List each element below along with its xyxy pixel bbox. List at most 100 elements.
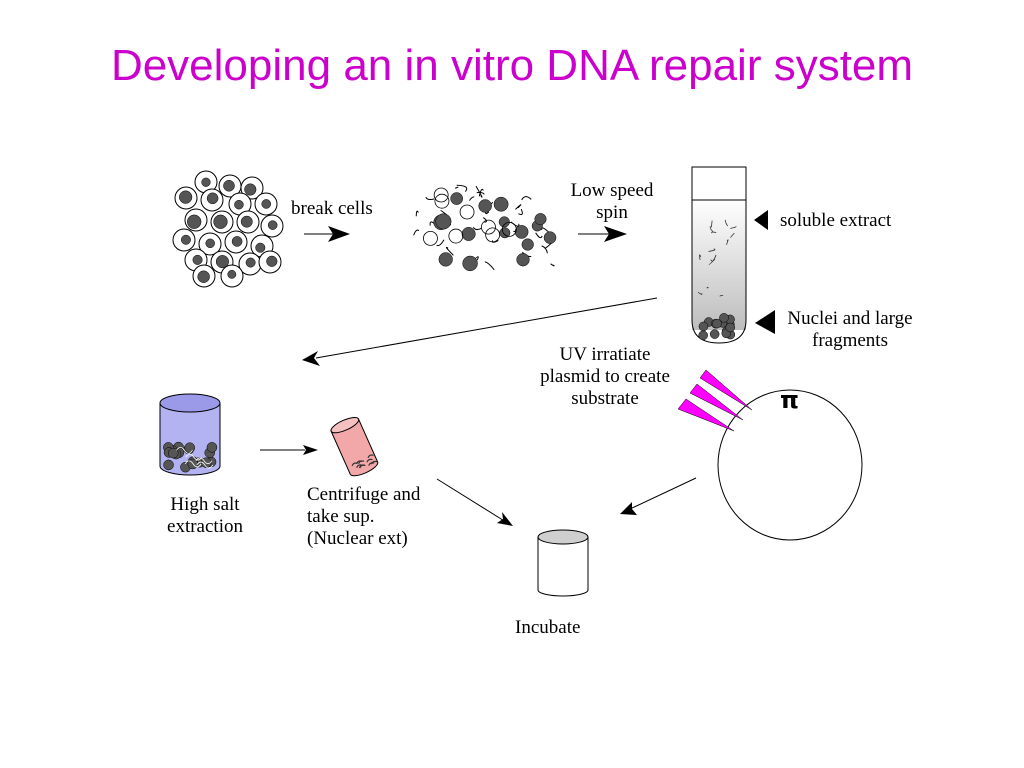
ghost-cell [423, 230, 438, 246]
salt-strand [185, 453, 203, 461]
debris-strand [711, 220, 713, 228]
cell-nucleus [213, 214, 228, 229]
pink-pellet-debris [366, 458, 373, 463]
cell-nucleus [245, 257, 256, 268]
cell-nucleus [205, 238, 215, 249]
ghost-cell [448, 228, 464, 244]
membrane-fragment [425, 196, 435, 201]
membrane-fragment [472, 226, 482, 231]
slide-title: Developing an in vitro DNA repair system [110, 41, 914, 90]
incubate-label: Incubate [515, 617, 581, 638]
cell-nucleus [240, 215, 253, 228]
pink-pellet-debris [367, 454, 374, 459]
membrane-fragment [515, 204, 522, 210]
cell-nucleus [266, 255, 278, 267]
ghost-cell [433, 187, 449, 203]
cell-nucleus [201, 177, 211, 187]
membrane-fragment [445, 246, 454, 256]
pellet-nucleus [698, 321, 709, 332]
centrifuge-pink-tube [330, 417, 379, 477]
incubate-tube [537, 529, 589, 597]
uv-line1: UV irratiate [559, 344, 651, 365]
cell-nucleus [223, 180, 235, 192]
to-incubate-arrow-left [436, 478, 513, 526]
membrane-fragment [413, 229, 420, 236]
debris-strand [724, 219, 729, 227]
high-salt-tube [159, 393, 221, 476]
free-nucleus [493, 196, 509, 212]
low-speed-spin-arrow [578, 226, 627, 242]
salt-strand [196, 461, 214, 469]
membrane-fragment [469, 196, 475, 201]
high-salt-nuclei [163, 441, 218, 473]
pellet-nucleus [712, 318, 722, 329]
cell-nucleus [215, 255, 229, 269]
uv-line3: substrate [571, 388, 639, 409]
uv-label: UV irratiate plasmid to create substrate [520, 344, 690, 410]
centrifuge-label: Centrifuge and take sup. (Nuclear ext) [307, 484, 420, 550]
debris-strand [730, 233, 735, 238]
low-speed-spin-label: Low speed spin [556, 180, 668, 224]
membrane-fragment [476, 191, 485, 195]
cell-nucleus [179, 190, 193, 204]
intact-cells-cluster [172, 170, 284, 288]
nuclei-line1: Nuclei and large [787, 308, 913, 329]
uv-rays [677, 369, 753, 432]
salt-strand [176, 446, 193, 454]
debris-strand [699, 254, 702, 261]
free-nucleus [516, 253, 530, 267]
debris-strand [709, 225, 714, 232]
debris-strand [730, 226, 737, 229]
ghost-cell [459, 204, 475, 220]
membrane-fragment [541, 245, 548, 254]
nuclei-line2: fragments [812, 330, 888, 351]
centrifuge-tube [691, 166, 747, 344]
salt-nucleus [206, 442, 218, 453]
salt-strand [195, 457, 213, 465]
salt-nucleus [184, 442, 196, 453]
free-nucleus [543, 231, 557, 244]
ghost-cell [434, 193, 450, 209]
membrane-fragment [521, 196, 532, 201]
cell-nucleus [255, 242, 266, 253]
free-nucleus [450, 192, 463, 205]
free-nucleus [462, 255, 478, 272]
pellet-nucleus [709, 329, 720, 339]
low-speed-spin-line2: spin [596, 202, 628, 223]
break-cells-arrow [304, 226, 350, 242]
ghost-cell [485, 227, 501, 243]
to-incubate-arrow-right [620, 477, 697, 515]
nuclei-pointer [755, 310, 775, 334]
uv-line2: plasmid to create [540, 366, 670, 387]
membrane-fragment [535, 232, 543, 239]
cell-nucleus [227, 269, 237, 279]
debris-strand [711, 231, 717, 234]
pink-pellet-debris [370, 460, 378, 465]
pellet-nucleus [725, 322, 735, 333]
ghost-cell [501, 221, 517, 237]
cell-nucleus [180, 234, 191, 245]
soluble-extract-label: soluble extract [780, 210, 892, 231]
pink-pellet-debris [368, 462, 375, 466]
free-nucleus [461, 226, 476, 241]
salt-nucleus [163, 459, 174, 471]
free-nucleus [438, 252, 453, 267]
soluble-extract-pointer [754, 210, 768, 230]
pink-pellet-debris [359, 464, 366, 469]
nuclei-label: Nuclei and large fragments [772, 308, 928, 352]
free-nucleus [498, 216, 510, 228]
cell-nucleus [244, 183, 257, 196]
cell-nucleus [231, 236, 243, 247]
centrifuge-line2: take sup. [307, 506, 375, 527]
cell-nucleus [192, 254, 203, 265]
debris-strand [708, 248, 716, 252]
high-salt-line2: extraction [167, 516, 243, 537]
membrane-fragment [475, 185, 483, 198]
membrane-fragment [484, 261, 495, 271]
membrane-fragment [550, 263, 555, 267]
pi-symbol: π [780, 386, 799, 414]
pellet-nucleus [698, 330, 708, 341]
cell-nucleus [187, 214, 202, 229]
break-cells-label: break cells [291, 198, 373, 219]
